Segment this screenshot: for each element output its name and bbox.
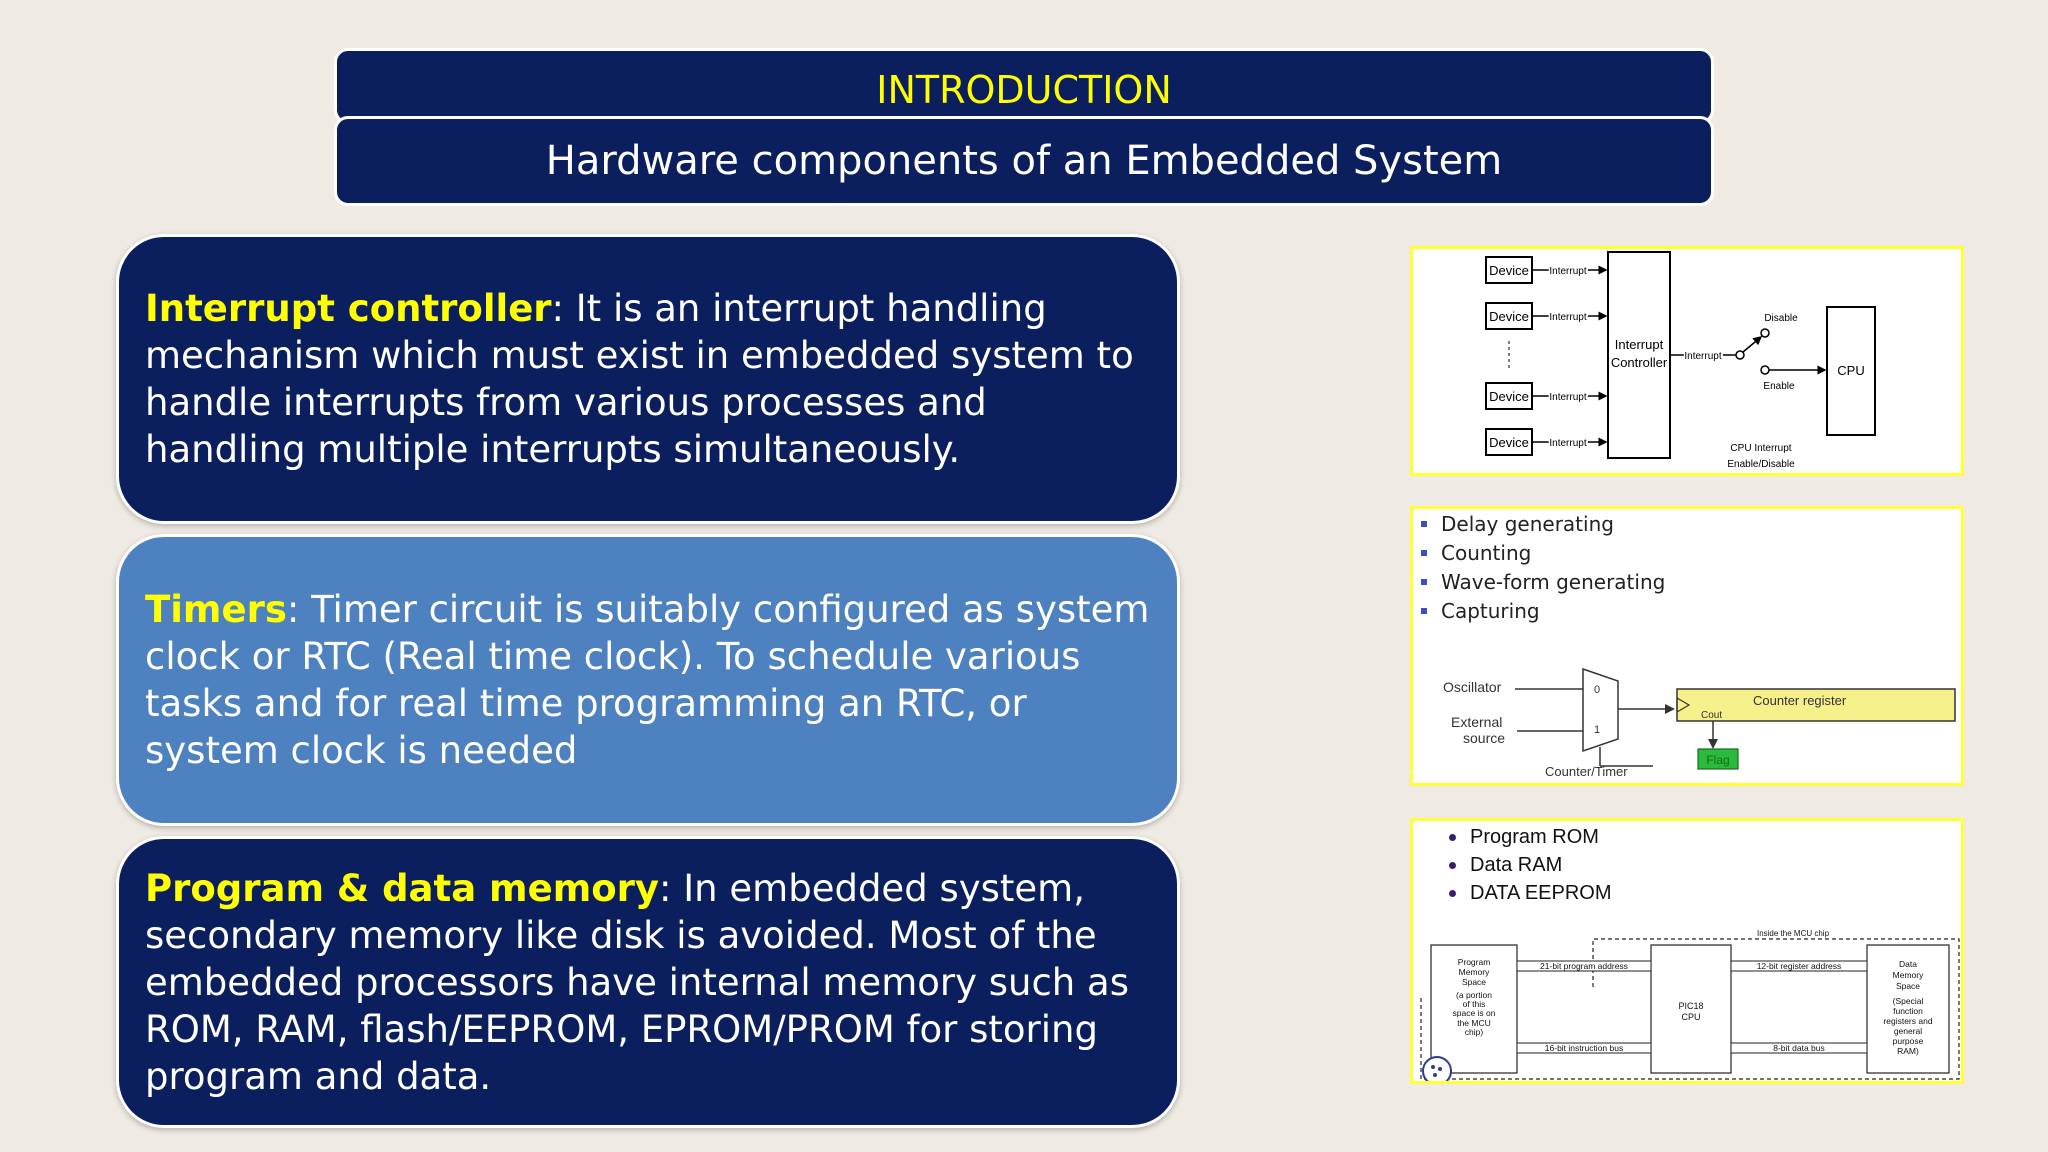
program-data-memory-card: Program & data memory: In embedded syste… (116, 836, 1180, 1128)
timer-uses-list: Delay generating Counting Wave-form gene… (1421, 509, 1665, 625)
device-label: Device (1489, 435, 1529, 450)
program-memory-box (1430, 944, 1518, 1074)
mux-input-0: 0 (1594, 684, 1600, 696)
svg-text:Memory: Memory (1459, 967, 1490, 977)
card-body: : It is an interrupt handling mechanism … (145, 287, 1134, 471)
interrupt-label: Interrupt (1549, 266, 1586, 277)
bus-label: 21-bit program address (1540, 961, 1628, 971)
card-key: Interrupt controller (145, 287, 552, 330)
svg-text:Space: Space (1896, 981, 1920, 991)
list-item: Wave-form generating (1421, 567, 1665, 596)
controller-label: Controller (1611, 355, 1668, 370)
card-key: Timers (145, 588, 287, 631)
svg-text:(Special: (Special (1893, 996, 1924, 1006)
list-item: Counting (1421, 538, 1665, 567)
device-label: Device (1489, 309, 1529, 324)
card-body: : In embedded system, secondary memory l… (145, 866, 1129, 1098)
memory-types-list: Program ROM Data RAM DATA EEPROM (1449, 823, 1612, 907)
enable-label: Enable (1763, 381, 1795, 392)
timer-diagram: Delay generating Counting Wave-form gene… (1410, 506, 1964, 786)
svg-text:of this: of this (1463, 999, 1486, 1009)
data-memory-label: Data Memory Space (Special function regi… (1883, 959, 1932, 1056)
interrupt-controller-diagram: Device Device Device Device Interrupt In… (1410, 246, 1964, 476)
mux-shape (1582, 667, 1619, 753)
list-item: Program ROM (1449, 823, 1612, 851)
svg-text:RAM): RAM) (1897, 1046, 1919, 1056)
data-memory-box (1866, 944, 1950, 1074)
svg-text:chip): chip) (1465, 1027, 1484, 1037)
timers-card: Timers: Timer circuit is suitably config… (116, 534, 1180, 826)
cpu-label: PIC18 (1678, 1001, 1703, 1011)
interrupt-label: Interrupt (1684, 351, 1721, 362)
interrupt-label: Interrupt (1549, 438, 1586, 449)
flag-label: Flag (1706, 753, 1729, 767)
cpu-int-label: CPU Interrupt (1730, 443, 1791, 454)
controller-label: Interrupt (1615, 337, 1664, 352)
slide-title: INTRODUCTION (876, 68, 1172, 112)
svg-text:space is on: space is on (1453, 1008, 1496, 1018)
svg-text:the MCU: the MCU (1457, 1018, 1491, 1028)
inside-chip-label: Inside the MCU chip (1757, 929, 1830, 938)
bus-label: 8-bit data bus (1773, 1043, 1825, 1053)
list-item: Capturing (1421, 596, 1665, 625)
list-item: Delay generating (1421, 509, 1665, 538)
card-text: Timers: Timer circuit is suitably config… (145, 586, 1153, 774)
cpu-label: CPU (1681, 1012, 1700, 1022)
svg-text:purpose: purpose (1893, 1036, 1924, 1046)
memory-diagram: Program ROM Data RAM DATA EEPROM Inside … (1410, 818, 1964, 1084)
svg-text:Program: Program (1458, 957, 1491, 967)
svg-text:function: function (1893, 1006, 1923, 1016)
counter-timer-label: Counter/Timer (1545, 764, 1628, 779)
disable-label: Disable (1764, 313, 1798, 324)
svg-text:general: general (1894, 1026, 1922, 1036)
cpu-box (1826, 306, 1876, 436)
svg-text:(a portion: (a portion (1456, 990, 1492, 1000)
seal-icon (1422, 1056, 1452, 1081)
device-label: Device (1489, 263, 1529, 278)
external-label: External (1451, 714, 1502, 730)
interrupt-label: Interrupt (1549, 392, 1586, 403)
card-text: Interrupt controller: It is an interrupt… (145, 285, 1153, 473)
flag-box (1697, 748, 1739, 770)
mcu-memory-svg: Inside the MCU chip Program Memory Space… (1420, 929, 1960, 1081)
mux-input-1: 1 (1594, 724, 1600, 736)
timer-circuit-svg: Oscillator External source 0 1 Counter/T… (1443, 667, 1956, 779)
list-item: DATA EEPROM (1449, 879, 1612, 907)
interrupt-diagram-svg: Device Device Device Device Interrupt In… (1485, 251, 1876, 470)
counter-register-box (1676, 688, 1956, 722)
svg-text:Data: Data (1899, 959, 1917, 969)
device-label: Device (1489, 389, 1529, 404)
slide-subtitle: Hardware components of an Embedded Syste… (545, 138, 1503, 184)
slide-title-bar: INTRODUCTION (334, 48, 1714, 124)
program-memory-label: Program Memory Space (a portion of this … (1453, 957, 1496, 1037)
list-item: Data RAM (1449, 851, 1612, 879)
card-key: Program & data memory (145, 866, 660, 910)
slide-subtitle-bar: Hardware components of an Embedded Syste… (334, 116, 1714, 206)
svg-text:Space: Space (1462, 977, 1486, 987)
bus-label: 12-bit register address (1757, 961, 1842, 971)
bus-label: 16-bit instruction bus (1545, 1043, 1623, 1053)
oscillator-label: Oscillator (1443, 679, 1502, 695)
svg-text:Memory: Memory (1893, 970, 1924, 980)
card-body: : Timer circuit is suitably configured a… (145, 588, 1150, 772)
interrupt-controller-card: Interrupt controller: It is an interrupt… (116, 234, 1180, 524)
svg-text:registers and: registers and (1883, 1016, 1932, 1026)
cout-label: Cout (1701, 710, 1722, 721)
external-label: source (1463, 730, 1505, 746)
cpu-label: CPU (1837, 363, 1864, 378)
card-text: Program & data memory: In embedded syste… (145, 865, 1153, 1100)
pic18-cpu-box (1650, 944, 1732, 1074)
interrupt-controller-box (1607, 251, 1671, 459)
cpu-int-label: Enable/Disable (1727, 459, 1795, 470)
counter-register-label: Counter register (1753, 693, 1847, 708)
interrupt-label: Interrupt (1549, 312, 1586, 323)
